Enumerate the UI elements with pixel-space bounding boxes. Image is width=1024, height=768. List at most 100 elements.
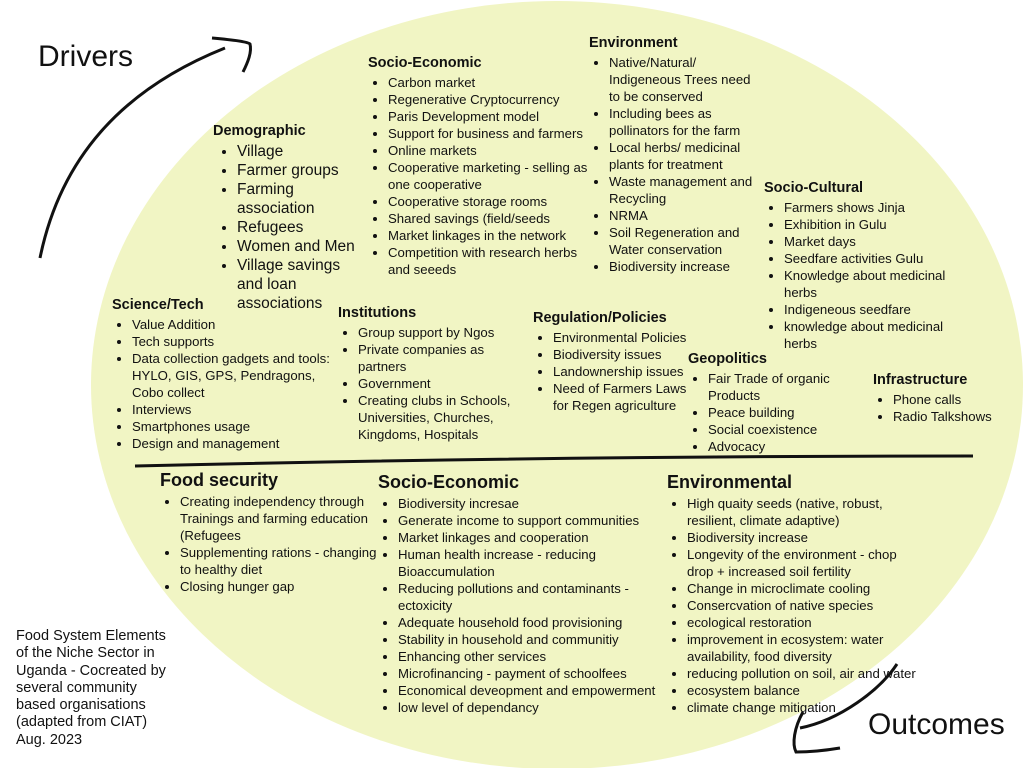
list-item: Creating clubs in Schools, Universities,… — [358, 392, 523, 443]
list-item: Farmer groups — [237, 161, 363, 180]
list-item: NRMA — [609, 207, 759, 224]
list-item: Longevity of the environment - chop drop… — [687, 546, 917, 580]
list-item: Seedfare activities Gulu — [784, 250, 974, 267]
section-title: Institutions — [338, 305, 417, 321]
drivers-arrowhead — [211, 36, 252, 73]
list-item: Local herbs/ medicinal plants for treatm… — [609, 139, 759, 173]
section-title: Science/Tech — [112, 297, 204, 313]
science-tech-section: Science/TechValue AdditionTech supportsD… — [112, 297, 332, 452]
list-item: Supplementing rations - changing to heal… — [180, 544, 382, 578]
section-title: Regulation/Policies — [533, 310, 667, 326]
section-title: Environmental — [667, 472, 793, 492]
list-item: Adequate household food provisioning — [398, 614, 678, 631]
list-item: climate change mitigation — [687, 699, 917, 716]
list-item: Regenerative Cryptocurrency — [388, 91, 598, 108]
environment-section: EnvironmentNative/Natural/ Indigeneous T… — [589, 35, 759, 275]
list-item: Peace building — [708, 404, 858, 421]
list-item: Women and Men — [237, 237, 363, 256]
list-item: Advocacy — [708, 438, 858, 455]
list-item: Refugees — [237, 218, 363, 237]
divider-line — [134, 454, 974, 468]
section-title: Infrastructure — [873, 372, 968, 388]
geopolitics-section: GeopoliticsFair Trade of organic Product… — [688, 351, 858, 455]
list-item: Stability in household and communitiy — [398, 631, 678, 648]
list-item: Phone calls — [893, 391, 993, 408]
list-item: Exhibition in Gulu — [784, 216, 974, 233]
outcomes-arrowhead — [792, 711, 841, 754]
regulation-policies-section: Regulation/PoliciesEnvironmental Policie… — [533, 310, 688, 414]
list-item: Cooperative storage rooms — [388, 193, 598, 210]
list-item: Environmental Policies — [553, 329, 688, 346]
socio-economic-outcome-section: Socio-EconomicBiodiversity incresaeGener… — [378, 472, 678, 716]
list-item: Landownership issues — [553, 363, 688, 380]
list-item: Data collection gadgets and tools: HYLO,… — [132, 350, 332, 401]
outcomes-label: Outcomes — [868, 708, 1005, 741]
food-system-ellipse — [91, 1, 1023, 768]
list-item: Shared savings (field/seeds — [388, 210, 598, 227]
list-item: Consercvation of native species — [687, 597, 917, 614]
infrastructure-section: InfrastructurePhone callsRadio Talkshows — [873, 372, 993, 425]
list-item: Knowledge about medicinal herbs — [784, 267, 974, 301]
list-item: Soil Regeneration and Water conservation — [609, 224, 759, 258]
section-title: Demographic — [213, 123, 306, 139]
list-item: Group support by Ngos — [358, 324, 523, 341]
list-item: Support for business and farmers — [388, 125, 598, 142]
list-item: Farmers shows Jinja — [784, 199, 974, 216]
list-item: Native/Natural/ Indigeneous Trees need t… — [609, 54, 759, 105]
food-security-section: Food securityCreating independency throu… — [160, 470, 382, 595]
list-item: Closing hunger gap — [180, 578, 382, 595]
list-item: Value Addition — [132, 316, 332, 333]
list-item: Creating independency through Trainings … — [180, 493, 382, 544]
institutions-section: InstitutionsGroup support by NgosPrivate… — [338, 305, 523, 443]
section-title: Geopolitics — [688, 351, 767, 367]
list-item: Waste management and Recycling — [609, 173, 759, 207]
list-item: knowledge about medicinal herbs — [784, 318, 974, 352]
list-item: Village savings and loan associations — [237, 256, 363, 313]
section-title: Socio-Economic — [378, 472, 520, 492]
list-item: Market days — [784, 233, 974, 250]
list-item: Including bees as pollinators for the fa… — [609, 105, 759, 139]
section-title: Socio-Cultural — [764, 180, 864, 196]
list-item: Enhancing other services — [398, 648, 678, 665]
list-item: Smartphones usage — [132, 418, 332, 435]
list-item: Indigeneous seedfare — [784, 301, 974, 318]
drivers-label: Drivers — [38, 40, 133, 73]
list-item: Paris Development model — [388, 108, 598, 125]
list-item: Economical deveopment and empowerment — [398, 682, 678, 699]
outcomes-arrow — [799, 663, 899, 730]
list-item: Biodiversity issues — [553, 346, 688, 363]
caption-text: Food System Elements of the Niche Sector… — [16, 628, 166, 748]
list-item: Fair Trade of organic Products — [708, 370, 858, 404]
list-item: Farming association — [237, 180, 363, 218]
list-item: Social coexistence — [708, 421, 858, 438]
list-item: Need of Farmers Laws for Regen agricultu… — [553, 380, 688, 414]
list-item: Generate income to support communities — [398, 512, 678, 529]
list-item: Biodiversity increase — [687, 529, 917, 546]
list-item: Reducing pollutions and contaminants - e… — [398, 580, 678, 614]
list-item: Tech supports — [132, 333, 332, 350]
socio-economic-driver-section: Socio-EconomicCarbon marketRegenerative … — [368, 55, 598, 278]
list-item: low level of dependancy — [398, 699, 678, 716]
list-item: Cooperative marketing - selling as one c… — [388, 159, 598, 193]
list-item: Interviews — [132, 401, 332, 418]
socio-cultural-section: Socio-CulturalFarmers shows JinjaExhibit… — [764, 180, 974, 352]
list-item: reducing pollution on soil, air and wate… — [687, 665, 917, 682]
list-item: High quaity seeds (native, robust, resil… — [687, 495, 917, 529]
list-item: Microfinancing - payment of schoolfees — [398, 665, 678, 682]
section-title: Food security — [160, 470, 279, 490]
list-item: Change in microclimate cooling — [687, 580, 917, 597]
environmental-section: EnvironmentalHigh quaity seeds (native, … — [667, 472, 917, 716]
list-item: Biodiversity increase — [609, 258, 759, 275]
section-title: Environment — [589, 35, 678, 51]
list-item: Village — [237, 142, 363, 161]
section-title: Socio-Economic — [368, 55, 482, 71]
list-item: ecosystem balance — [687, 682, 917, 699]
list-item: Human health increase - reducing Bioaccu… — [398, 546, 678, 580]
list-item: Online markets — [388, 142, 598, 159]
list-item: Competition with research herbs and seee… — [388, 244, 598, 278]
demographic-section: DemographicVillageFarmer groupsFarming a… — [213, 123, 363, 313]
list-item: Biodiversity incresae — [398, 495, 678, 512]
list-item: Design and management — [132, 435, 332, 452]
list-item: Government — [358, 375, 523, 392]
